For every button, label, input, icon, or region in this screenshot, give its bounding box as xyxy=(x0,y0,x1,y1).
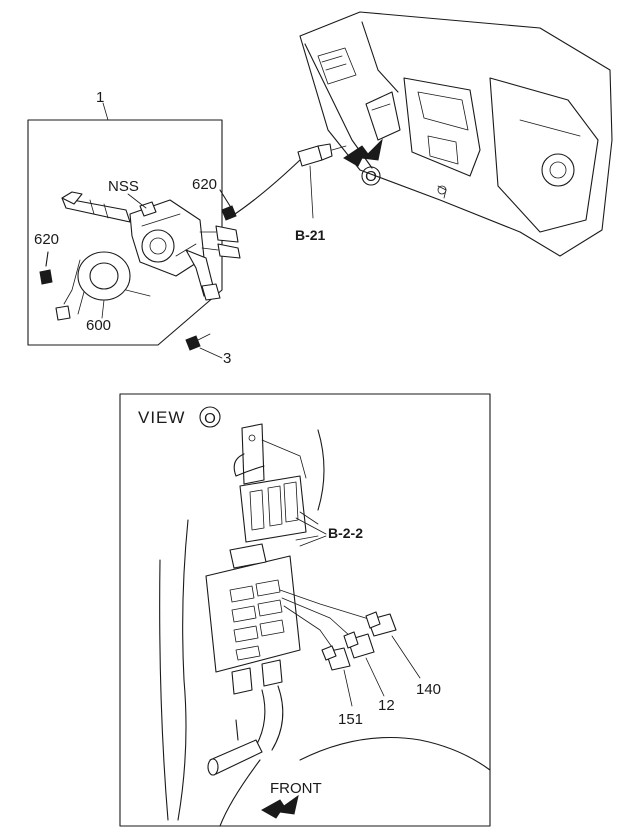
label-nss: NSS xyxy=(108,178,139,195)
svg-text:O: O xyxy=(365,168,377,185)
relay-151 xyxy=(321,645,353,707)
screw xyxy=(185,333,223,359)
connector-b21 xyxy=(297,143,347,219)
view-title: VIEW xyxy=(138,408,185,427)
label-bolt-right: 620 xyxy=(192,176,217,193)
upper-bracket xyxy=(233,423,307,485)
label-b22: B-2-2 xyxy=(328,525,363,541)
relay-wires xyxy=(279,589,373,651)
label-b21: B-21 xyxy=(295,227,326,243)
label-cable-reel: 600 xyxy=(86,317,111,334)
view-marker-bottom: O xyxy=(199,406,221,428)
connector-b22 xyxy=(239,475,319,543)
label-relay-12: 12 xyxy=(378,697,395,714)
svg-text:O: O xyxy=(204,410,216,427)
view-frame xyxy=(119,393,491,827)
label-bolt-left: 620 xyxy=(34,231,59,248)
relay-140 xyxy=(365,611,421,679)
label-screw: 3 xyxy=(223,350,231,367)
label-relay-151: 151 xyxy=(338,711,363,728)
view-direction-arrow xyxy=(343,138,383,167)
dashboard-panel xyxy=(299,11,613,257)
relay-12 xyxy=(343,631,385,697)
view-marker-top: O xyxy=(361,166,381,186)
combination-switch xyxy=(61,191,241,301)
front-arrow xyxy=(260,794,299,819)
harness-wire xyxy=(231,159,301,217)
relay-block xyxy=(205,543,301,695)
label-relay-140: 140 xyxy=(416,681,441,698)
bolt-left xyxy=(39,251,53,285)
bolt-right xyxy=(219,189,237,221)
assembly-frame xyxy=(27,102,223,346)
body-contours xyxy=(159,429,491,827)
harness-tubes xyxy=(207,685,284,776)
label-assembly: 1 xyxy=(96,89,104,106)
label-front: FRONT xyxy=(270,780,322,797)
